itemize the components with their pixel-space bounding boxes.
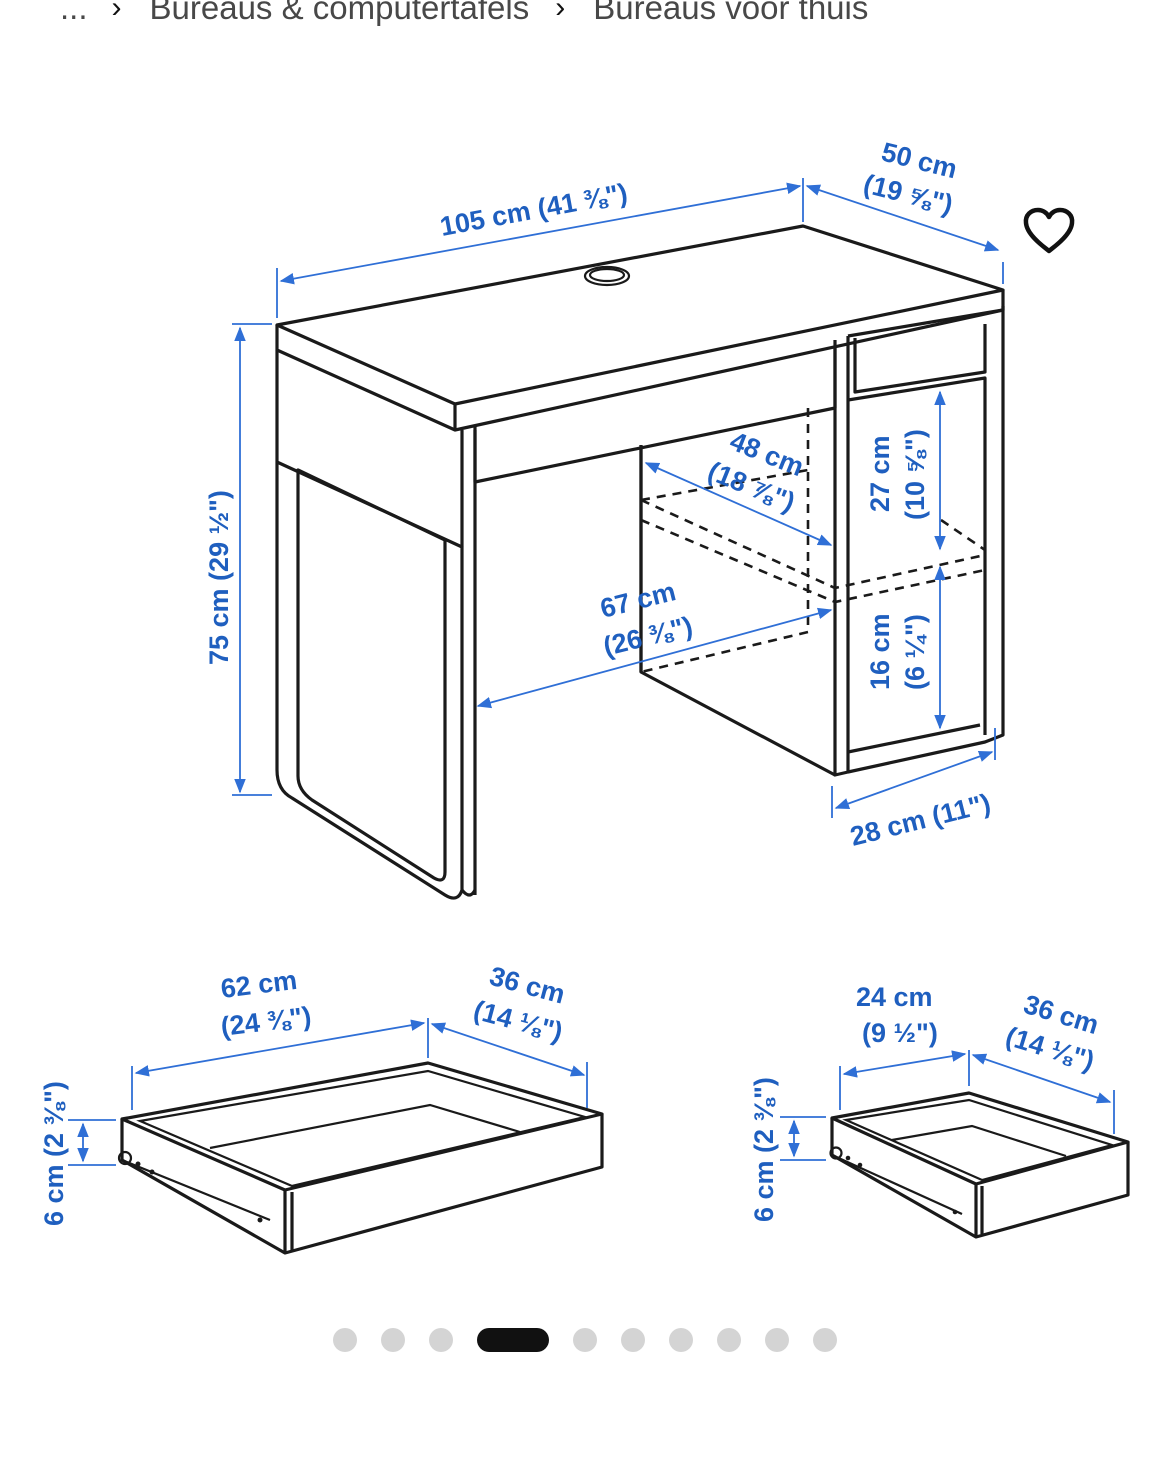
breadcrumb: ... › Bureaus & computertafels › Bureaus… [60, 0, 894, 32]
dimension-lower-compartment-in: (6 ¼") [900, 614, 930, 690]
breadcrumb-item-home-desks[interactable]: Bureaus voor thuis [593, 0, 869, 26]
breadcrumb-ellipsis[interactable]: ... [60, 0, 88, 26]
breadcrumb-item-desks-computer-tables[interactable]: Bureaus & computertafels [149, 0, 530, 26]
carousel-dot[interactable] [717, 1328, 741, 1352]
carousel-dot[interactable] [669, 1328, 693, 1352]
dimension-large-drawer-height: 6 cm (2 ⅜") [39, 1081, 69, 1226]
carousel-dot[interactable] [429, 1328, 453, 1352]
large-drawer-dimensions [68, 1018, 588, 1166]
dimension-large-drawer-width-cm: 62 cm [219, 965, 299, 1004]
carousel-dot[interactable] [813, 1328, 837, 1352]
carousel-dot[interactable] [573, 1328, 597, 1352]
carousel-dot[interactable] [765, 1328, 789, 1352]
carousel-dot[interactable] [381, 1328, 405, 1352]
dimension-small-drawer-height: 6 cm (2 ⅜") [749, 1077, 779, 1222]
desk-dimensions [232, 178, 1004, 818]
small-drawer-dimensions [780, 1050, 1115, 1161]
desk-drawing [275, 224, 1005, 900]
dimension-lower-compartment-cm: 16 cm [865, 613, 895, 690]
chevron-right-icon: › [111, 0, 122, 24]
dimension-upper-compartment-in: (10 ⅝") [900, 429, 930, 520]
dimension-cabinet-width: 28 cm (11") [847, 788, 993, 852]
dimension-desk-height: 75 cm (29 ½") [204, 490, 234, 665]
dimension-small-drawer-width-cm: 24 cm [856, 982, 933, 1012]
image-carousel-pagination [0, 1326, 1170, 1354]
carousel-dot[interactable] [621, 1328, 645, 1352]
chevron-right-icon: › [555, 0, 566, 24]
product-dimension-drawing: 105 cm (41 ⅜") 50 cm (19 ⅝") 75 cm (29 ½… [39, 137, 1130, 1255]
heart-outline-icon [1023, 207, 1075, 254]
dimension-desk-width: 105 cm (41 ⅜") [438, 178, 630, 242]
large-drawer-drawing [117, 1061, 604, 1255]
dimension-large-drawer-width-in: (24 ⅜") [219, 1001, 313, 1042]
add-to-favourites-button[interactable] [1016, 198, 1082, 264]
dimension-small-drawer-width-in: (9 ½") [862, 1018, 938, 1048]
carousel-dot-active[interactable] [477, 1328, 549, 1352]
dimension-upper-compartment-cm: 27 cm [865, 435, 895, 512]
small-drawer-drawing [829, 1091, 1130, 1239]
carousel-dot[interactable] [333, 1328, 357, 1352]
